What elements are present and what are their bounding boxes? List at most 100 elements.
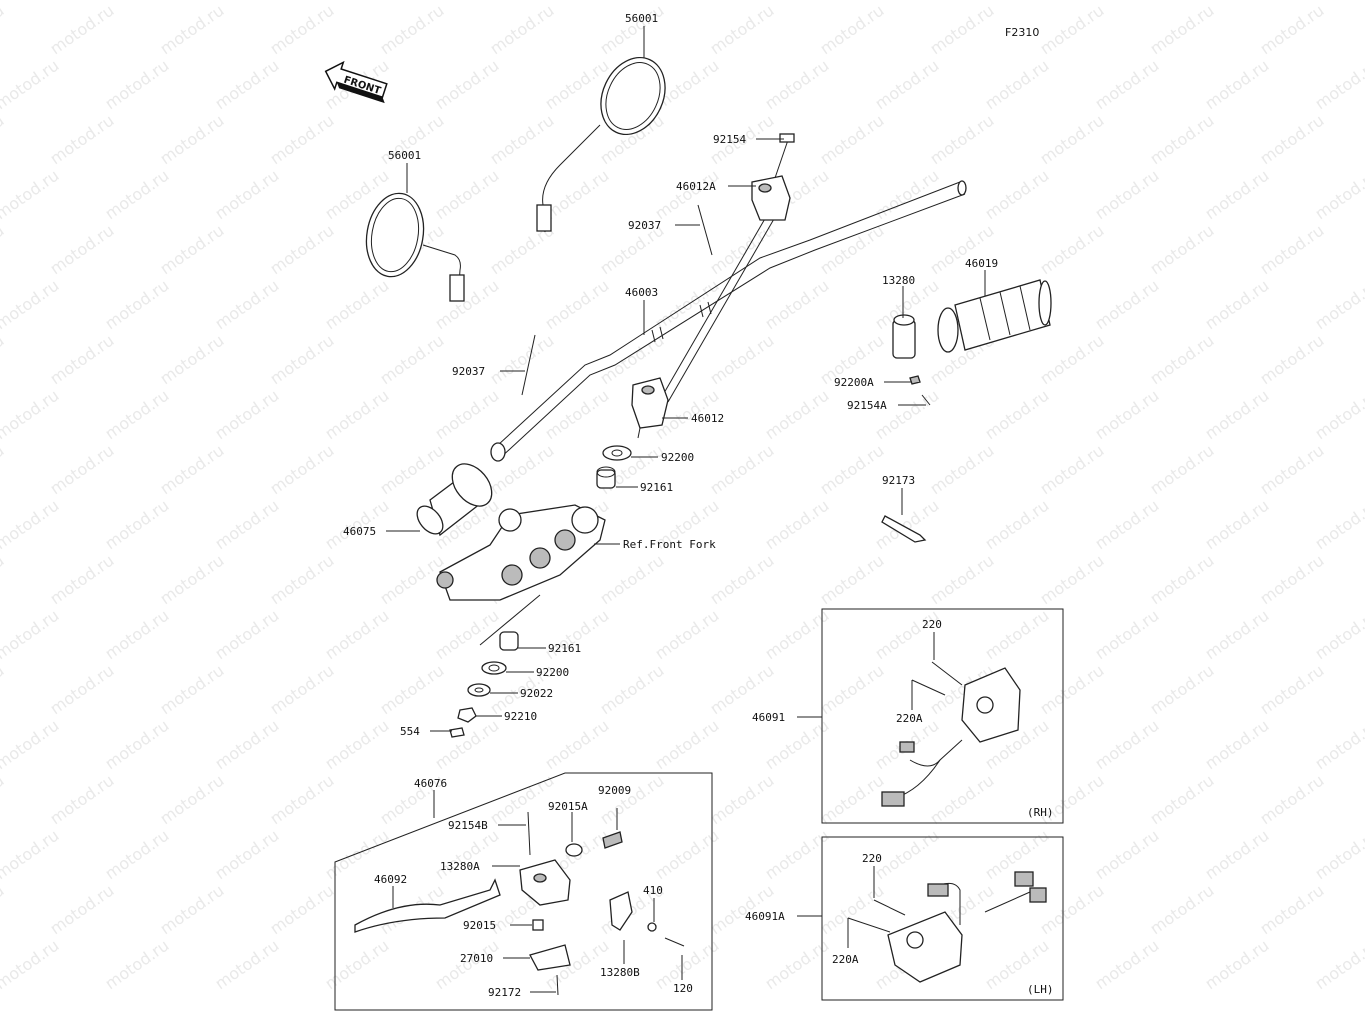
label-side-lh: (LH): [1027, 983, 1054, 996]
watermark-text: motod.ru: [0, 56, 62, 114]
watermark-text: motod.ru: [706, 1, 777, 59]
watermark-text: motod.ru: [1036, 111, 1107, 169]
watermark-text: motod.ru: [266, 331, 337, 389]
watermark-text: motod.ru: [46, 111, 117, 169]
watermark-text: motod.ru: [0, 221, 7, 279]
watermark-text: motod.ru: [706, 441, 777, 499]
watermark-text: motod.ru: [486, 331, 557, 389]
watermark-text: motod.ru: [101, 496, 172, 554]
watermark-text: motod.ru: [211, 56, 282, 114]
watermark-text: motod.ru: [1036, 661, 1107, 719]
watermark-text: motod.ru: [1201, 716, 1272, 774]
watermark-text: motod.ru: [706, 551, 777, 609]
watermark-text: motod.ru: [431, 276, 502, 334]
mirror-right: [536, 56, 666, 233]
watermark-text: motod.ru: [1091, 936, 1162, 994]
watermark-text: motod.ru: [266, 221, 337, 279]
watermark-text: motod.ru: [1091, 386, 1162, 444]
watermark-text: motod.ru: [1311, 936, 1365, 994]
watermark-text: motod.ru: [1091, 606, 1162, 664]
watermark-text: motod.ru: [1256, 881, 1327, 939]
watermark-text: motod.ru: [816, 111, 887, 169]
watermark-text: motod.ru: [541, 0, 612, 3]
watermark-text: motod.ru: [156, 771, 227, 829]
watermark-text: motod.ru: [431, 166, 502, 224]
watermark-text: motod.ru: [431, 0, 502, 3]
label-collar-92200A: 92200A: [834, 376, 874, 389]
watermark-text: motod.ru: [1201, 606, 1272, 664]
watermark-text: motod.ru: [1091, 0, 1162, 3]
watermark-text: motod.ru: [1036, 331, 1107, 389]
watermark-text: motod.ru: [211, 496, 282, 554]
watermark-text: motod.ru: [1201, 276, 1272, 334]
label-collar-top: 92200: [661, 451, 694, 464]
watermark-text: motod.ru: [101, 826, 172, 884]
watermark-text: motod.ru: [0, 441, 7, 499]
watermark-text: motod.ru: [156, 1, 227, 59]
label-pin: 554: [400, 725, 420, 738]
watermark-text: motod.ru: [321, 606, 392, 664]
label-nut-410: 410: [643, 884, 663, 897]
watermark-text: motod.ru: [101, 716, 172, 774]
collar-top: [602, 445, 632, 461]
watermark-text: motod.ru: [0, 771, 7, 829]
watermark-text: motod.ru: [816, 221, 887, 279]
watermark-text: motod.ru: [1146, 661, 1217, 719]
watermark-text: motod.ru: [46, 441, 117, 499]
watermark-text: motod.ru: [651, 606, 722, 664]
watermark-text: motod.ru: [871, 606, 942, 664]
watermark-text: motod.ru: [816, 881, 887, 939]
label-switch-27010: 27010: [460, 952, 493, 965]
damper-top: [596, 469, 616, 489]
watermark-text: motod.ru: [211, 826, 282, 884]
bracket-13280B: [609, 891, 633, 931]
watermark-text: motod.ru: [541, 386, 612, 444]
watermark-text: motod.ru: [816, 771, 887, 829]
mirror-left: [365, 192, 465, 302]
watermark-text: motod.ru: [1146, 881, 1217, 939]
watermark-text: motod.ru: [0, 331, 7, 389]
watermark-text: motod.ru: [321, 716, 392, 774]
watermark-text: motod.ru: [0, 716, 62, 774]
watermark-text: motod.ru: [871, 826, 942, 884]
watermark-text: motod.ru: [1091, 56, 1162, 114]
watermark-text: motod.ru: [486, 1, 557, 59]
watermark-text: motod.ru: [1146, 331, 1217, 389]
watermark-text: motod.ru: [1311, 166, 1365, 224]
watermark-text: motod.ru: [1036, 771, 1107, 829]
label-stud-upper: 92037: [628, 219, 661, 232]
watermark-text: motod.ru: [761, 56, 832, 114]
watermark-text: motod.ru: [46, 1, 117, 59]
watermark-text: motod.ru: [0, 496, 62, 554]
lever-assy-box: [334, 772, 713, 1011]
watermark-text: motod.ru: [0, 936, 62, 994]
label-collar-92015A: 92015A: [548, 800, 588, 813]
label-grip-right: 46019: [965, 257, 998, 270]
watermark-text: motod.ru: [1256, 331, 1327, 389]
grip-right: [937, 279, 1052, 353]
watermark-text: motod.ru: [46, 221, 117, 279]
watermark-text: motod.ru: [981, 56, 1052, 114]
watermark-text: motod.ru: [211, 386, 282, 444]
watermark-text: motod.ru: [761, 0, 832, 3]
watermark-text: motod.ru: [266, 441, 337, 499]
watermark-text: motod.ru: [211, 606, 282, 664]
figure-code: F2310: [1005, 26, 1039, 39]
watermark-text: motod.ru: [871, 166, 942, 224]
label-collar-92015: 92015: [463, 919, 496, 932]
watermark-text: motod.ru: [266, 1, 337, 59]
watermark-text: motod.ru: [1201, 386, 1272, 444]
label-ref-front-fork: Ref.Front Fork: [623, 538, 716, 551]
watermark-text: motod.ru: [871, 496, 942, 554]
watermark-text: motod.ru: [156, 331, 227, 389]
watermark-text: motod.ru: [46, 881, 117, 939]
label-screw-220A-lh: 220A: [832, 953, 859, 966]
watermark-text: motod.ru: [926, 771, 997, 829]
watermark-text: motod.ru: [926, 441, 997, 499]
label-switch-lh: 46091A: [745, 910, 785, 923]
watermark-text: motod.ru: [1036, 221, 1107, 279]
watermark-text: motod.ru: [1256, 551, 1327, 609]
label-bolt-92009: 92009: [598, 784, 631, 797]
watermark-text: motod.ru: [816, 1, 887, 59]
watermark-text: motod.ru: [761, 496, 832, 554]
